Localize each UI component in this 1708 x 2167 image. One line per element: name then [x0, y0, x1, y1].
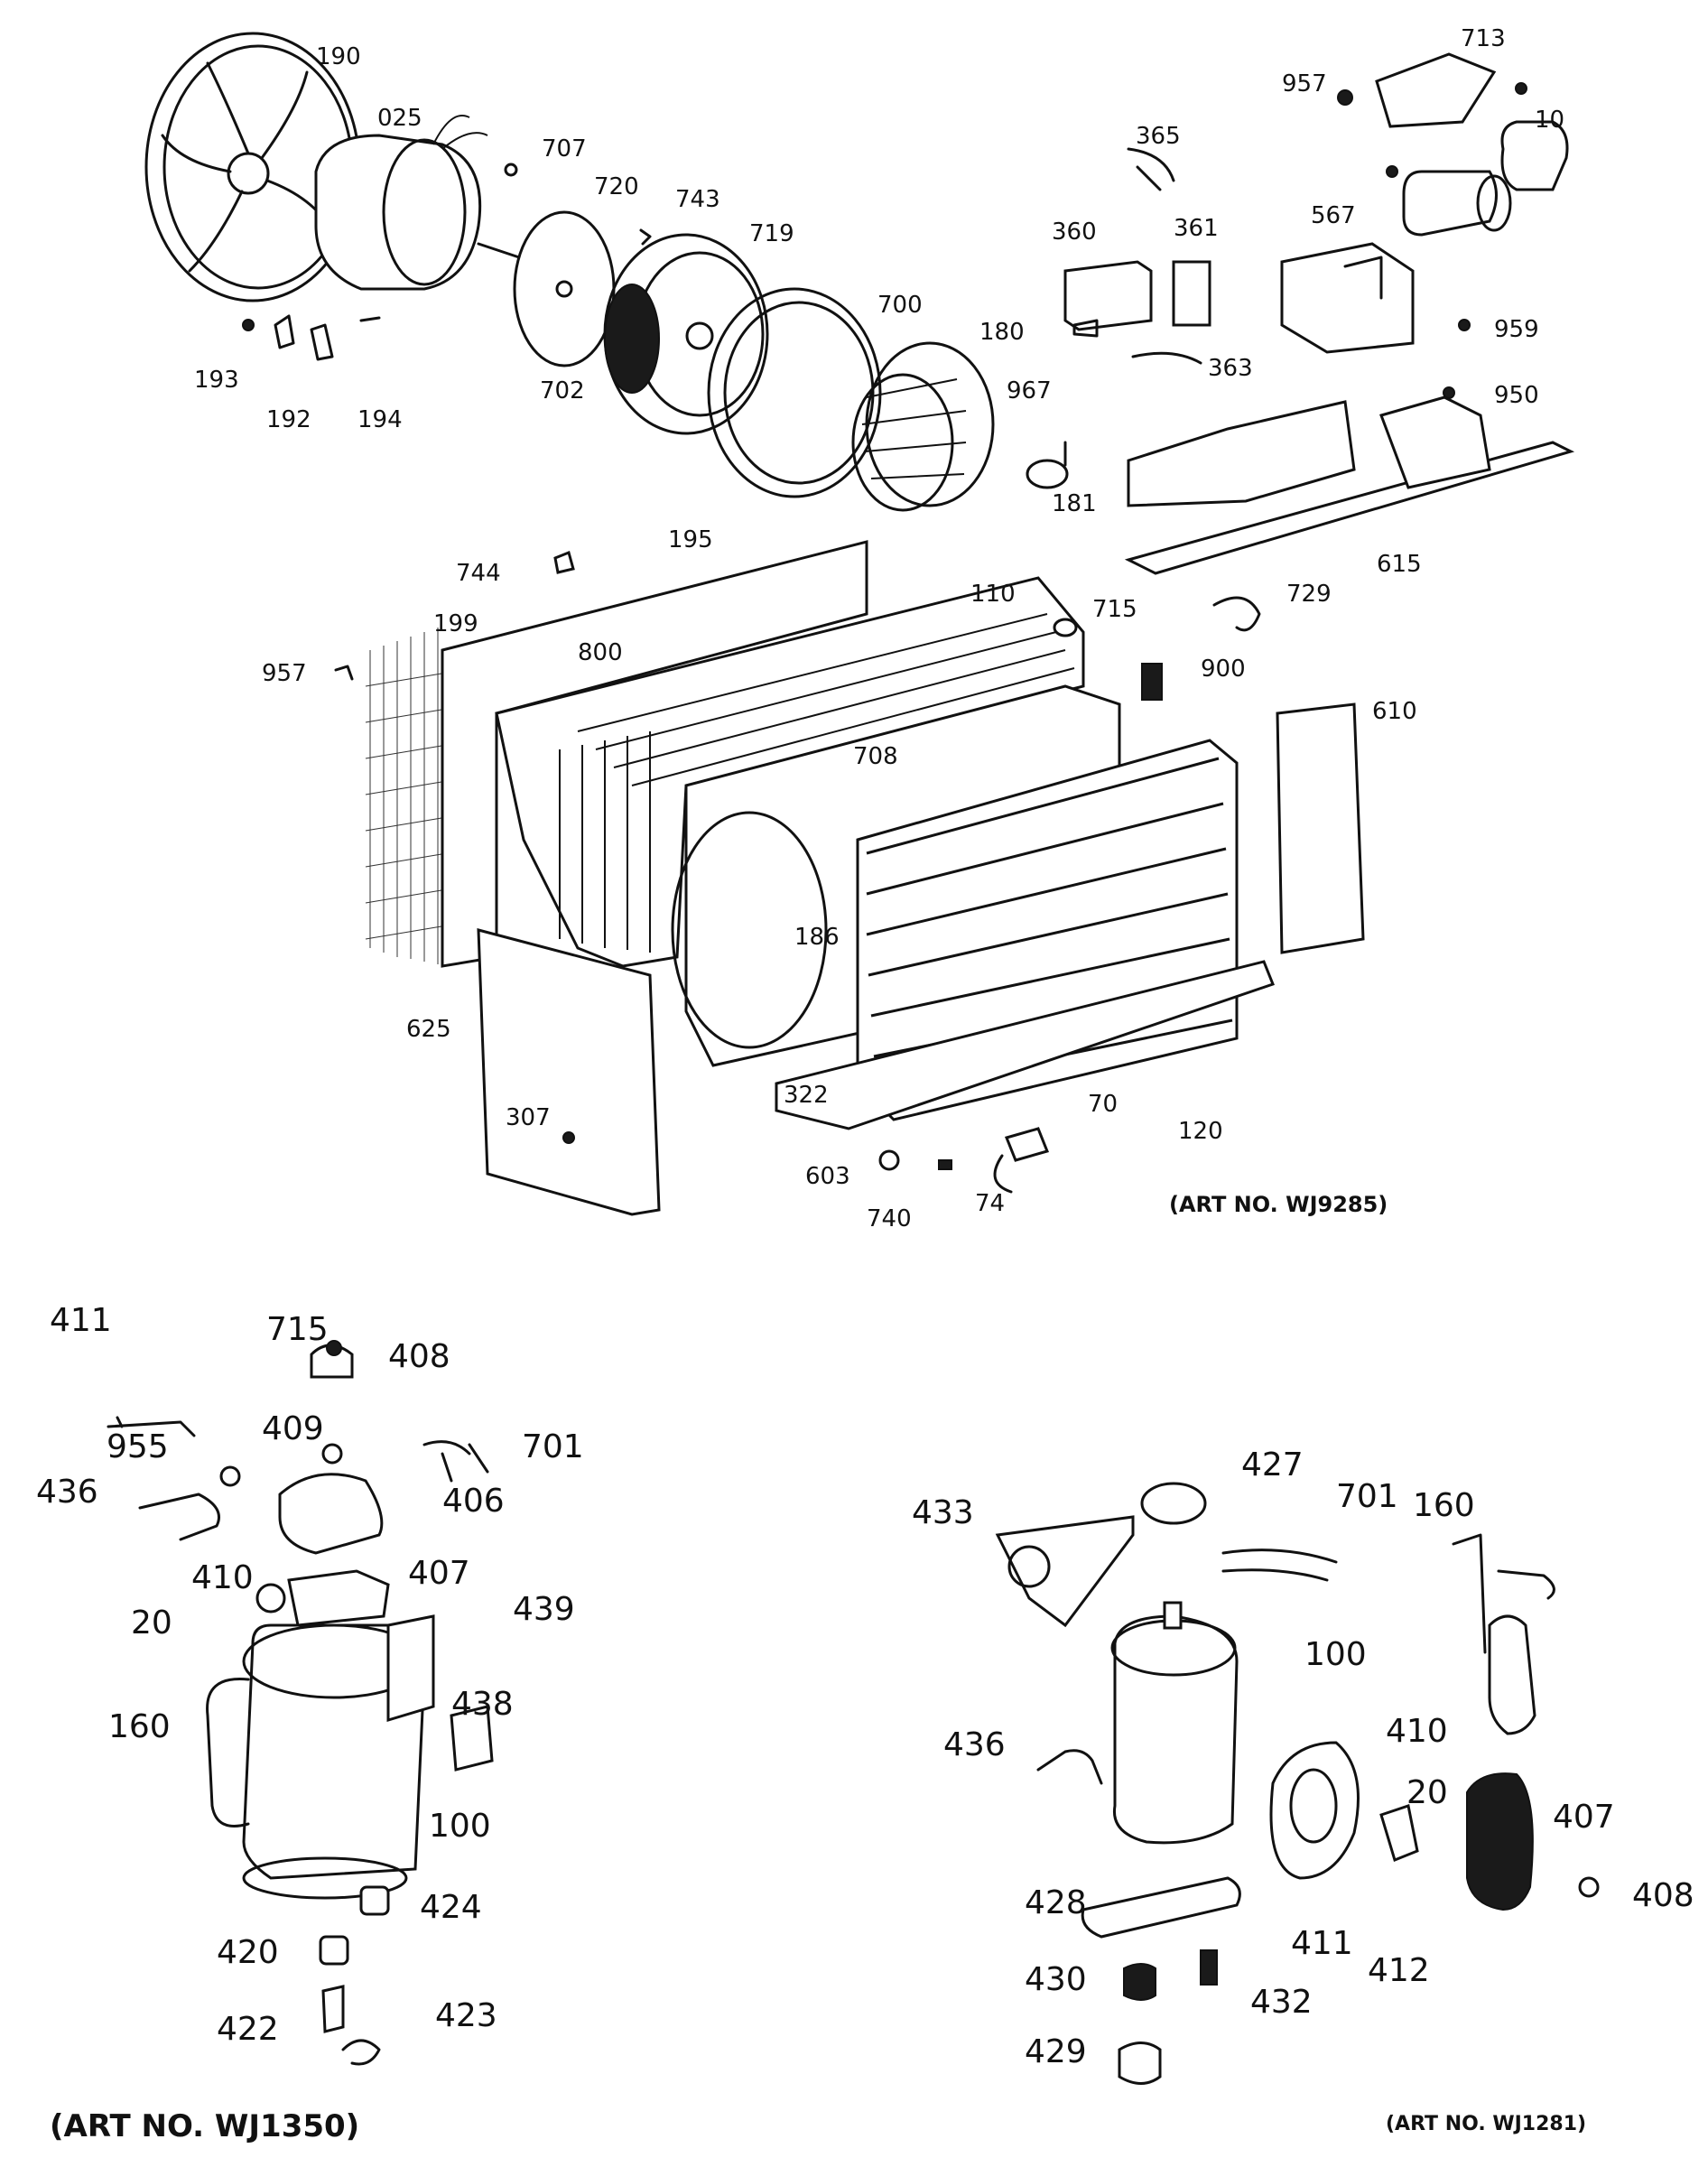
part-193 [242, 319, 255, 331]
label-701-right: 701 [1336, 1478, 1398, 1515]
label-603: 603 [805, 1163, 850, 1190]
label-408-left: 408 [388, 1338, 450, 1375]
label-429: 429 [1025, 2033, 1087, 2070]
label-363: 363 [1208, 355, 1253, 382]
label-409-left: 409 [262, 1410, 324, 1447]
control-box-360 [1063, 147, 1211, 365]
gasket-ring-700 [707, 287, 882, 498]
label-713: 713 [1461, 25, 1506, 52]
label-160-left: 160 [108, 1708, 171, 1745]
label-195: 195 [668, 526, 713, 553]
label-740: 740 [867, 1205, 912, 1232]
label-744: 744 [456, 560, 501, 587]
label-194: 194 [357, 406, 403, 433]
label-407-left: 407 [408, 1555, 470, 1592]
label-180: 180 [979, 319, 1025, 346]
label-957-a: 957 [1282, 70, 1327, 98]
label-432: 432 [1250, 1984, 1313, 2021]
label-439: 439 [513, 1591, 575, 1628]
fan-motor-025 [314, 115, 534, 291]
label-025: 025 [377, 105, 422, 132]
label-408-right: 408 [1632, 1877, 1694, 1914]
label-160-right: 160 [1413, 1487, 1475, 1524]
label-707: 707 [542, 135, 587, 163]
label-307: 307 [506, 1104, 551, 1131]
label-610: 610 [1372, 698, 1417, 725]
base-plate-615 [1124, 395, 1575, 575]
label-110: 110 [970, 581, 1016, 608]
label-715-left: 715 [266, 1311, 329, 1348]
label-438: 438 [451, 1686, 514, 1723]
label-70: 70 [1088, 1091, 1119, 1118]
label-422: 422 [217, 2011, 279, 2048]
label-615: 615 [1377, 551, 1422, 578]
label-436-left: 436 [36, 1474, 98, 1511]
label-625: 625 [406, 1016, 451, 1043]
label-700: 700 [877, 292, 923, 319]
label-800: 800 [578, 639, 623, 666]
capacitor-assembly-10 [1280, 52, 1569, 354]
cover-plate-720 [513, 210, 616, 367]
label-322: 322 [784, 1082, 829, 1109]
label-100-right: 100 [1304, 1636, 1367, 1673]
label-420: 420 [217, 1934, 279, 1971]
part-192 [274, 314, 334, 361]
label-715-top: 715 [1092, 596, 1137, 623]
art-number-bottom-left: (ART NO. WJ1350) [50, 2108, 360, 2144]
label-957-b: 957 [262, 660, 307, 687]
label-701-left: 701 [522, 1428, 584, 1465]
label-424: 424 [420, 1889, 482, 1926]
compressor-assembly-right [995, 1482, 1600, 2085]
label-181: 181 [1052, 490, 1097, 517]
label-410-right: 410 [1386, 1713, 1448, 1750]
label-719: 719 [749, 220, 794, 247]
label-360: 360 [1052, 219, 1097, 246]
label-100-left: 100 [429, 1808, 491, 1845]
label-950: 950 [1494, 382, 1539, 409]
label-410-left: 410 [191, 1559, 254, 1596]
label-423: 423 [435, 1997, 497, 2034]
label-743: 743 [675, 186, 720, 213]
screw-743 [639, 228, 652, 246]
label-702: 702 [540, 377, 585, 405]
label-430: 430 [1025, 1961, 1087, 1998]
label-567: 567 [1311, 202, 1356, 229]
label-436-right: 436 [943, 1726, 1006, 1763]
label-406: 406 [442, 1483, 505, 1520]
art-number-top: (ART NO. WJ9285) [1169, 1192, 1388, 1217]
label-20-left: 20 [131, 1604, 172, 1642]
label-412: 412 [1368, 1952, 1430, 1989]
chassis-main [334, 540, 1365, 1216]
blower-housing-719 [603, 233, 769, 435]
label-428: 428 [1025, 1884, 1087, 1921]
label-190: 190 [316, 43, 361, 70]
compressor-assembly-left [107, 1340, 494, 2066]
label-900: 900 [1201, 656, 1246, 683]
label-427: 427 [1241, 1446, 1304, 1483]
screw-194 [359, 316, 381, 322]
blower-wheel-180 [851, 341, 995, 512]
label-192: 192 [266, 406, 311, 433]
label-708: 708 [853, 743, 898, 770]
label-407-right: 407 [1553, 1799, 1615, 1836]
label-361: 361 [1174, 215, 1219, 242]
label-199: 199 [433, 610, 478, 637]
label-720: 720 [594, 173, 639, 200]
label-967: 967 [1007, 377, 1052, 405]
label-411-right: 411 [1291, 1925, 1353, 1962]
label-729: 729 [1286, 581, 1332, 608]
label-959: 959 [1494, 316, 1539, 343]
label-120: 120 [1178, 1118, 1223, 1145]
label-20-right: 20 [1406, 1774, 1448, 1811]
label-193: 193 [194, 367, 239, 394]
label-365: 365 [1136, 123, 1181, 150]
label-74: 74 [975, 1190, 1006, 1217]
label-433: 433 [912, 1494, 974, 1531]
art-number-bottom-right: (ART NO. WJ1281) [1386, 2113, 1587, 2135]
label-955: 955 [107, 1428, 169, 1465]
label-411-left: 411 [50, 1302, 112, 1339]
label-186: 186 [794, 924, 840, 951]
label-10-a: 10 [1535, 107, 1565, 134]
